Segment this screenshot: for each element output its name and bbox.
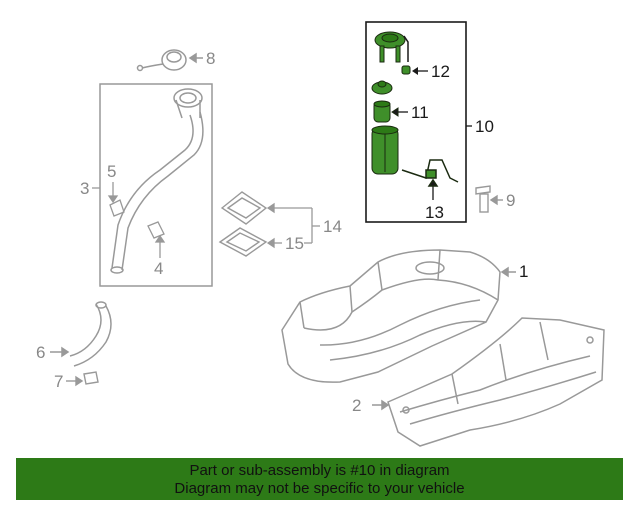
banner-line-2: Diagram may not be specific to your vehi… [174,480,465,497]
breather-hose [50,301,112,367]
callout-3: 3 [80,179,90,198]
callout-8: 8 [206,49,216,68]
pump-body [371,125,399,175]
callout-7: 7 [54,372,64,391]
callout-5: 5 [107,162,117,181]
callout-2: 2 [352,396,362,415]
leader-14-15 [266,202,320,249]
callout-4: 4 [154,259,164,278]
filler-neck-assembly-box [99,83,213,287]
seal-15 [218,227,268,257]
callout-10: 10 [475,117,494,136]
callout-1: 1 [519,262,529,281]
callout-15: 15 [285,234,304,253]
pump-part-12 [401,65,428,75]
hose-clamp-4 [147,221,166,258]
hose-clamp-5 [107,182,125,217]
fuel-level-sender [401,159,459,200]
skid-plate [372,317,605,447]
info-banner: Part or sub-assembly is #10 in diagram D… [16,458,623,500]
pump-part-11 [373,100,408,123]
callout-9: 9 [506,191,516,210]
callout-14: 14 [323,217,342,236]
callout-12: 12 [431,62,450,81]
filler-neck-tube [110,88,204,274]
fuel-pump-module-box [365,21,467,223]
hose-clip-7 [66,371,99,387]
fuel-cap [136,49,203,72]
callout-13: 13 [425,203,444,222]
callout-11: 11 [411,103,429,122]
gasket-14 [220,191,268,225]
banner-line-1: Part or sub-assembly is #10 in diagram [189,462,450,479]
pump-filter-cap [371,80,393,95]
callout-6: 6 [36,343,46,362]
fuel-tank [281,249,516,383]
bolt-9 [475,185,503,213]
pump-flange [374,31,409,63]
